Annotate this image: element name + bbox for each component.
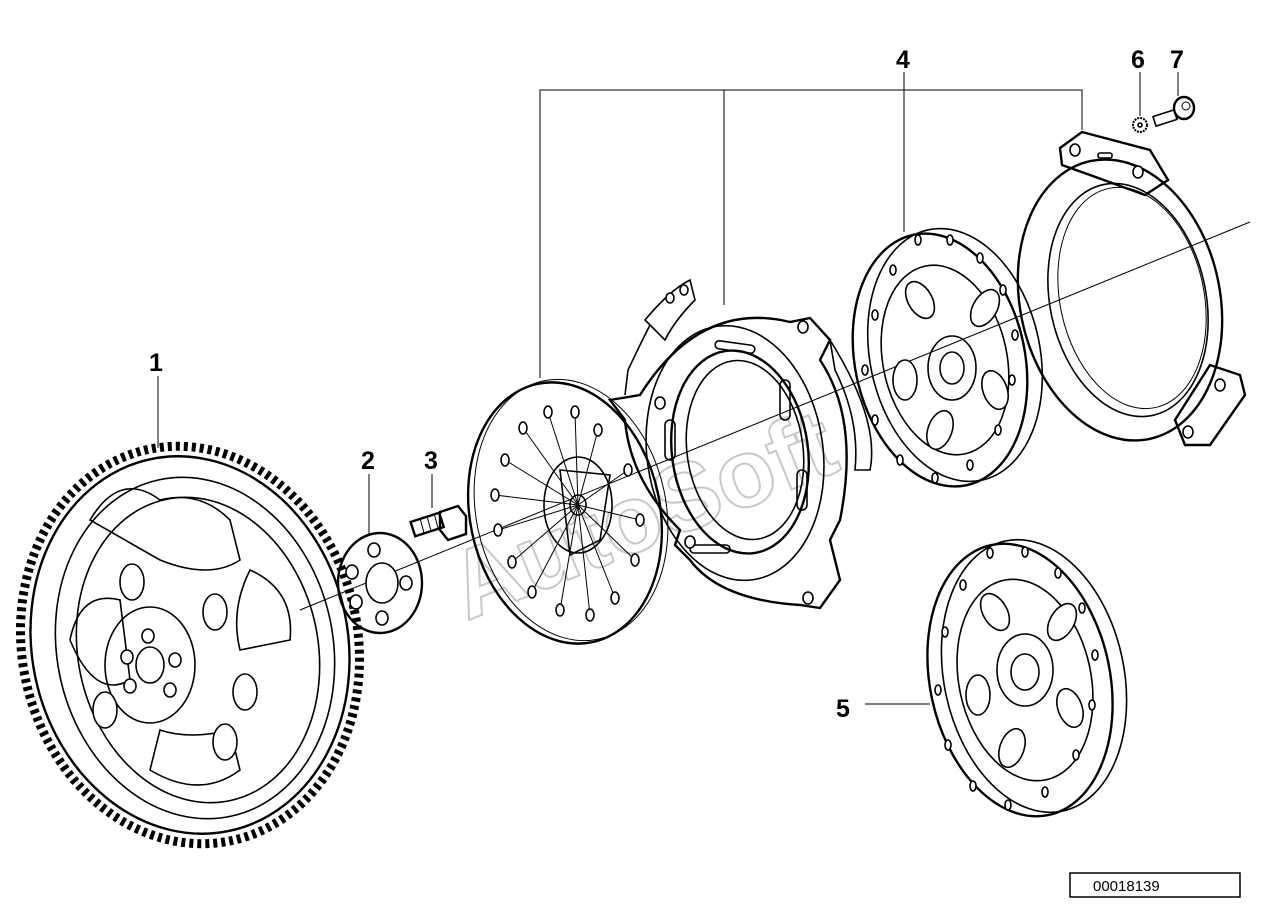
- part-7-screw[interactable]: [1151, 95, 1196, 128]
- callout-3: 3: [424, 447, 438, 475]
- callout-7: 7: [1170, 46, 1184, 74]
- pressure-plate[interactable]: [607, 278, 873, 610]
- callout-2: 2: [361, 447, 375, 475]
- flywheel-disc-upper[interactable]: [830, 212, 1065, 503]
- reference-number: 00018139: [1093, 878, 1160, 895]
- clutch-disc[interactable]: [445, 361, 692, 662]
- leader-lines: [157, 72, 1179, 705]
- part-5-flywheel-disc[interactable]: [903, 522, 1150, 833]
- reference-box: 00018139: [1069, 872, 1241, 898]
- part-1-flywheel[interactable]: [0, 414, 396, 875]
- callout-6: 6: [1131, 46, 1145, 74]
- callout-5: 5: [836, 695, 850, 723]
- callout-4: 4: [896, 46, 910, 74]
- part-2-plate[interactable]: [336, 531, 424, 635]
- callout-1: 1: [149, 349, 163, 377]
- part-6-washer[interactable]: [1132, 117, 1148, 133]
- center-axis: [299, 221, 1251, 611]
- cover-ring[interactable]: [993, 130, 1248, 460]
- part-3-bolt[interactable]: [409, 504, 468, 542]
